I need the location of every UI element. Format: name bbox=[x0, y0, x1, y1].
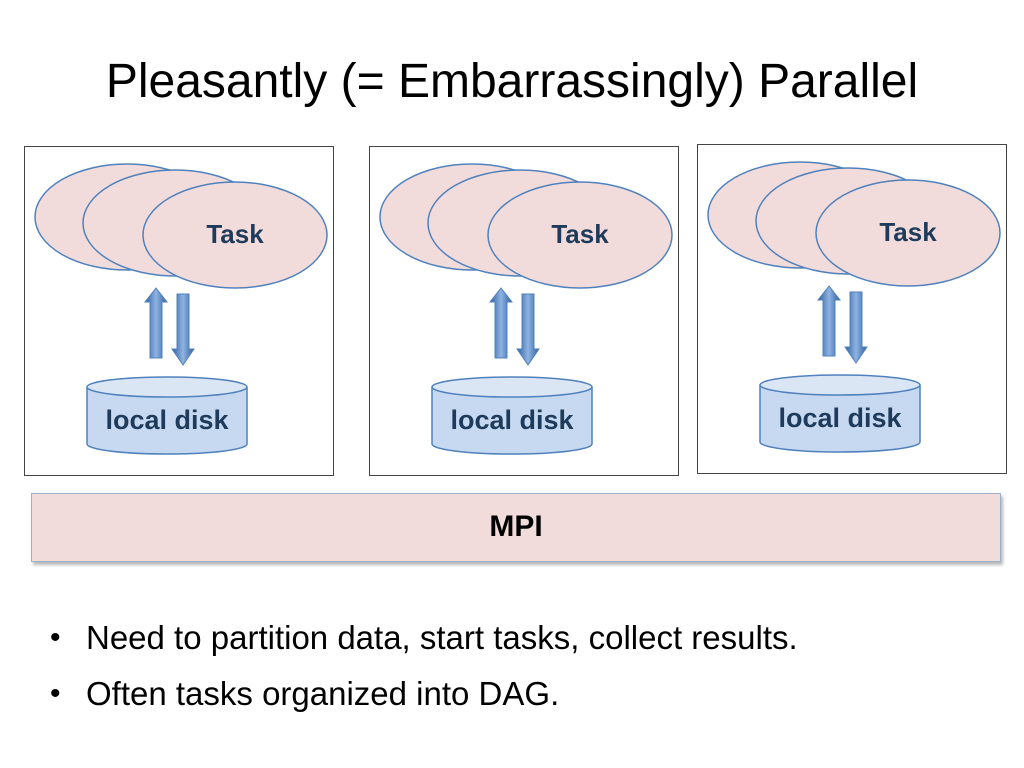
mpi-bar: MPI bbox=[31, 493, 1001, 562]
bullet-item: • Need to partition data, start tasks, c… bbox=[44, 610, 798, 666]
task-ellipse-front bbox=[142, 181, 328, 289]
bullet-list: • Need to partition data, start tasks, c… bbox=[44, 610, 798, 722]
task-ellipse-front bbox=[815, 179, 1001, 287]
bullet-text: Need to partition data, start tasks, col… bbox=[86, 619, 798, 656]
task-label: Task bbox=[206, 219, 264, 249]
local-disk-label: local disk bbox=[450, 405, 574, 435]
node-1-graphics bbox=[34, 163, 328, 455]
task-label: Task bbox=[879, 217, 937, 247]
node-2-graphics bbox=[379, 163, 673, 455]
task-ellipse-front bbox=[487, 181, 673, 289]
bullet-dot-icon: • bbox=[50, 677, 61, 710]
down-arrow-icon bbox=[171, 293, 195, 366]
local-disk-label: local disk bbox=[778, 403, 902, 433]
down-arrow-icon bbox=[844, 291, 868, 364]
up-arrow-icon bbox=[143, 287, 169, 359]
compute-node-2: Task local disk bbox=[369, 146, 679, 476]
bullet-text: Often tasks organized into DAG. bbox=[86, 675, 560, 712]
compute-node-1: Task local disk bbox=[24, 146, 334, 476]
bullet-dot-icon: • bbox=[50, 621, 61, 654]
down-arrow-icon bbox=[516, 293, 540, 366]
slide-title: Pleasantly (= Embarrassingly) Parallel bbox=[105, 55, 919, 108]
local-disk-cylinder bbox=[86, 376, 248, 455]
task-label: Task bbox=[551, 219, 609, 249]
local-disk-cylinder bbox=[431, 376, 593, 455]
local-disk-label: local disk bbox=[105, 405, 229, 435]
bullet-item: • Often tasks organized into DAG. bbox=[44, 666, 798, 722]
compute-node-3: Task local disk bbox=[697, 144, 1007, 474]
node-3-graphics bbox=[707, 161, 1001, 453]
up-arrow-icon bbox=[816, 285, 842, 357]
mpi-label: MPI bbox=[489, 510, 543, 543]
local-disk-cylinder bbox=[759, 374, 921, 453]
up-arrow-icon bbox=[488, 287, 514, 359]
